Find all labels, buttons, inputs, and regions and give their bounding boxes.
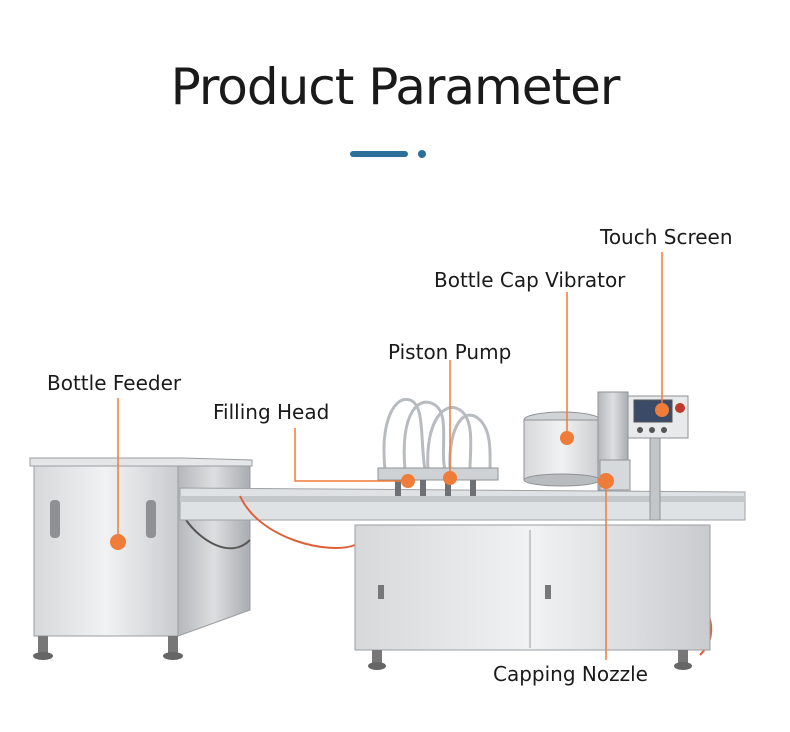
page-title: Product Parameter: [170, 58, 621, 116]
main-cabinet: [354, 524, 711, 670]
bottle-feeder-unit: [29, 457, 253, 660]
conveyor: [179, 487, 746, 656]
touch-screen-marker: [655, 403, 669, 417]
title-underline-dot: [418, 150, 426, 158]
title-underline: [350, 151, 408, 157]
piston-pump-marker: [443, 471, 457, 485]
capping-nozzle-marker: [598, 473, 614, 489]
callout-lines: [117, 252, 663, 660]
bottle-cap-vibrator-marker: [560, 431, 574, 445]
capping-nozzle-label: Capping Nozzle: [493, 662, 648, 686]
piston-pump-label: Piston Pump: [388, 340, 512, 364]
filling-head-label: Filling Head: [213, 400, 330, 424]
piston-pump-assembly: [382, 397, 492, 471]
filling-head-marker: [401, 474, 415, 488]
touch-screen-label: Touch Screen: [600, 225, 733, 249]
bottle-feeder-marker: [110, 534, 126, 550]
bottle-feeder-label: Bottle Feeder: [47, 371, 182, 395]
callout-markers: [110, 403, 669, 550]
cap-vibrator-bowl: [523, 411, 601, 487]
bottle-cap-vibrator-label: Bottle Cap Vibrator: [434, 268, 626, 292]
touch-screen-panel: [627, 395, 689, 439]
